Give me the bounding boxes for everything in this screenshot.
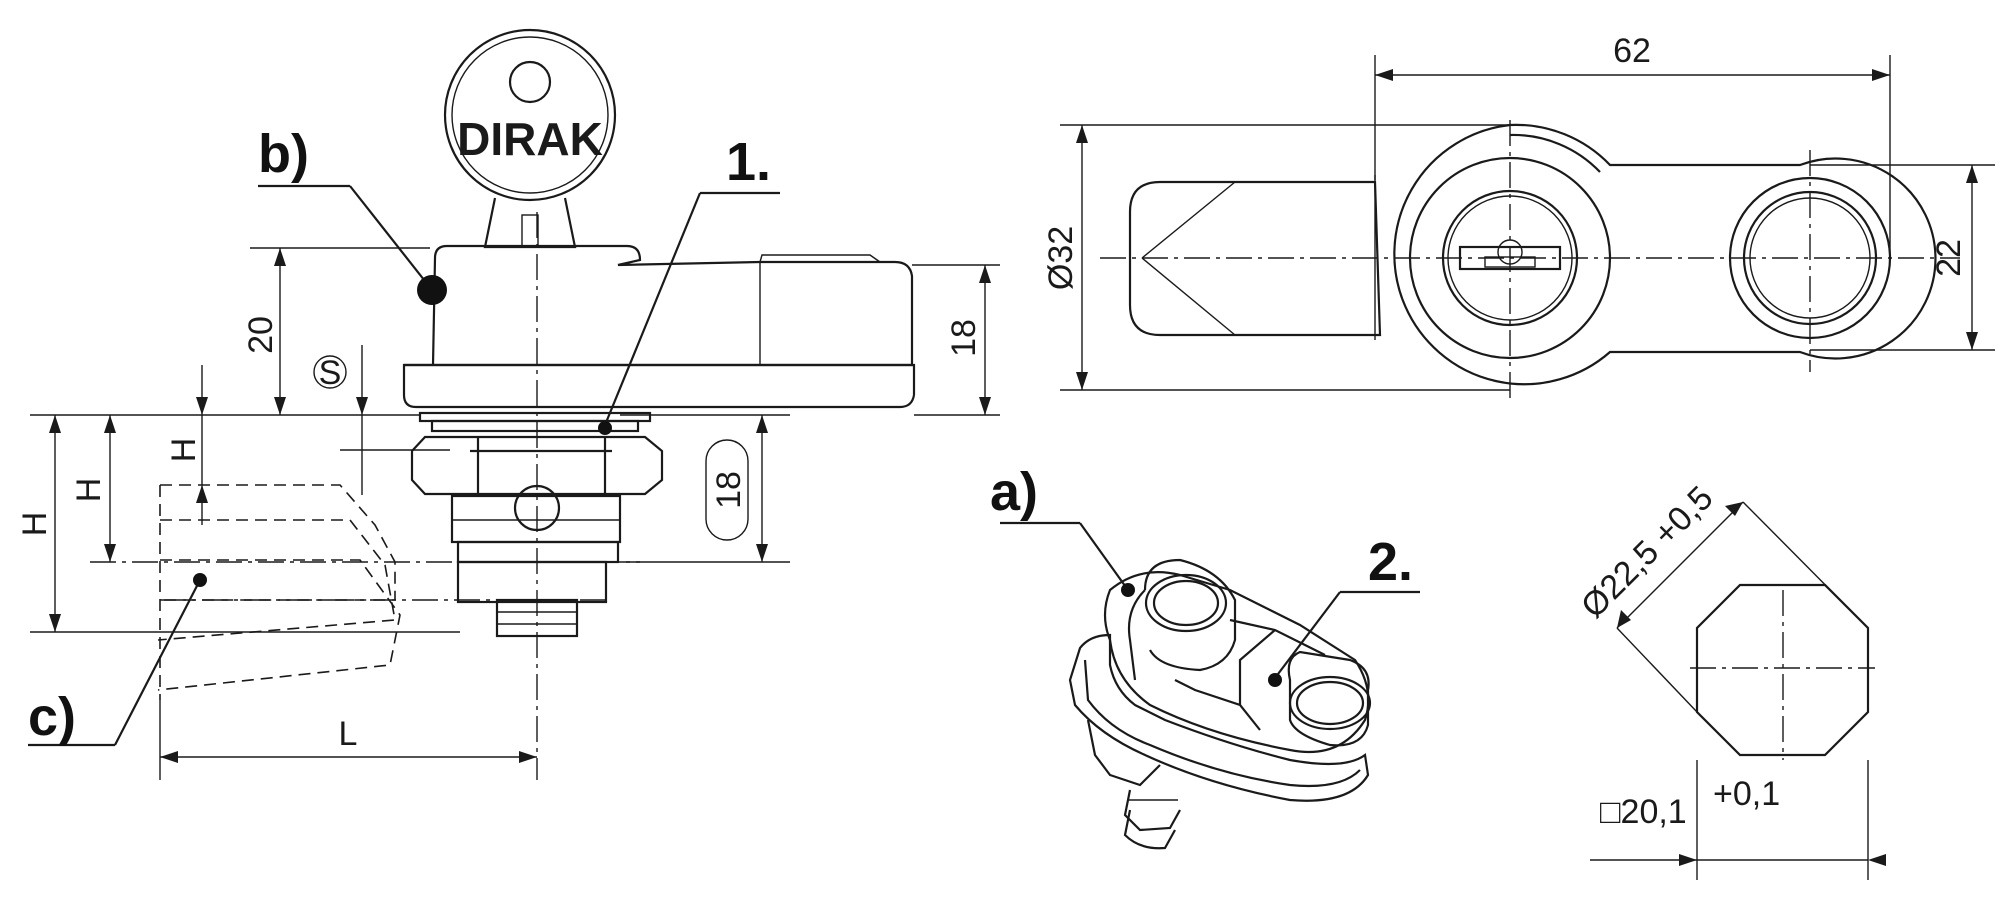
callout-1: 1.: [598, 132, 780, 435]
stroke-marker: S: [313, 345, 450, 495]
part-b-label: b): [258, 124, 309, 184]
overall-length-label: 62: [1613, 32, 1651, 70]
h-large-label: H: [16, 512, 54, 537]
cutout-diameter-label: Ø22,5 +0,5: [1574, 479, 1721, 626]
stroke-marker-text: S: [319, 354, 342, 392]
callout-b: b): [258, 124, 447, 305]
dim-thread-length: 18: [620, 414, 790, 563]
cutout-square-label: □20,1: [1600, 793, 1687, 831]
dim-overall-length: 62: [1374, 32, 1891, 258]
dim-body-height: 18: [912, 264, 1000, 416]
callout-c: c): [28, 573, 207, 747]
dim-h-values: H H H: [16, 365, 460, 633]
housing-height-label: 20: [242, 316, 280, 354]
plan-view: 62 Ø32 22: [1042, 32, 1995, 400]
part-1-label: 1.: [726, 132, 771, 192]
lock-housing: [402, 244, 916, 409]
dim-lever-length: L: [159, 700, 537, 780]
lever-width-label: 22: [1930, 239, 1968, 277]
side-view: DIRAK: [16, 28, 1000, 780]
h-mid-label: H: [70, 478, 108, 503]
panel-cutout: Ø22,5 +0,5 □20,1 +0,1: [1574, 479, 1886, 880]
callout-a: a): [990, 462, 1135, 597]
part-a-label: a): [990, 462, 1038, 522]
key: DIRAK: [443, 28, 617, 249]
part-2-label: 2.: [1368, 532, 1413, 592]
lever-positions: [90, 484, 640, 700]
body-height-label: 18: [945, 319, 983, 357]
part-c-label: c): [28, 687, 76, 747]
cutout-square-tolerance: +0,1: [1713, 775, 1780, 813]
dim-lever-width: 22: [1810, 164, 1995, 351]
dim-diameter: Ø32: [1042, 124, 1510, 391]
h-small-label: H: [165, 438, 203, 463]
callout-2: 2.: [1268, 532, 1420, 687]
key-brand-text: DIRAK: [457, 113, 603, 165]
diameter-label: Ø32: [1042, 226, 1080, 290]
isometric-view: a) 2.: [990, 462, 1420, 850]
lever-length-label: L: [339, 715, 358, 753]
thread-length-label: 18: [710, 471, 748, 509]
